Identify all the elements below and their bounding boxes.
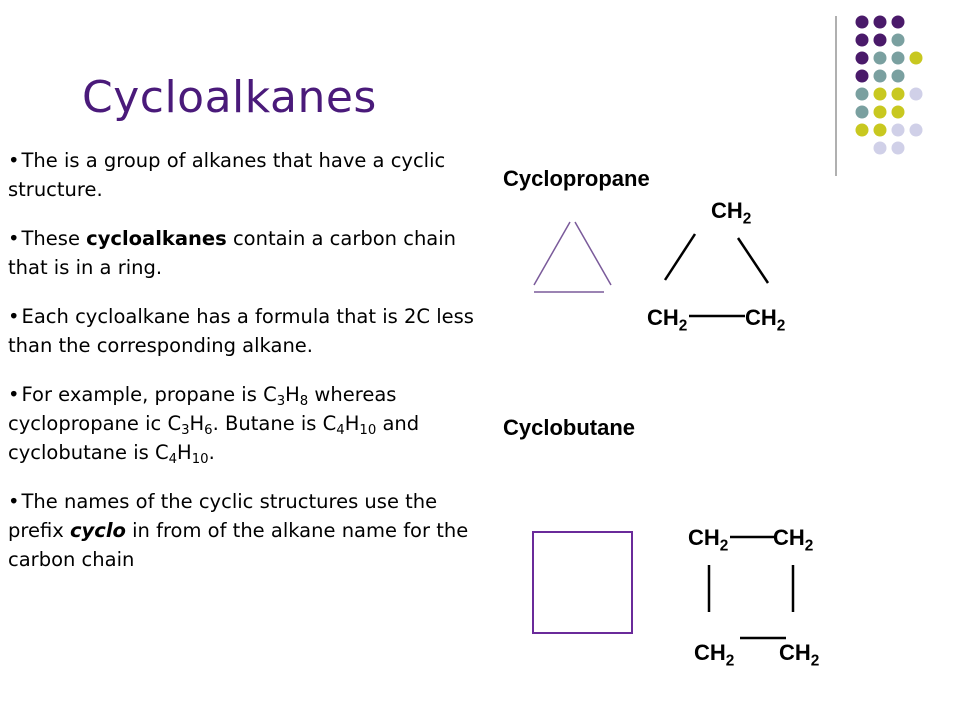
decorative-dot — [873, 51, 887, 65]
bullet-text: . Butane is C — [212, 412, 337, 435]
decorative-dot — [891, 141, 905, 155]
bullet-text: Each cycloalkane has a formula that is 2… — [8, 305, 474, 357]
subscript: 8 — [299, 393, 309, 409]
decorative-dot — [909, 123, 923, 137]
decorative-dot — [873, 141, 887, 155]
decorative-dot — [855, 69, 869, 83]
decorative-dot — [873, 105, 887, 119]
subscript: 6 — [204, 422, 213, 438]
bullet-text: contain a carbon chain that is in a ring… — [8, 227, 457, 279]
bullet-text: and cyclobutane is C — [8, 412, 420, 464]
decorative-dot — [873, 123, 887, 137]
bullet-text: H — [344, 412, 360, 435]
bullet-text: cycloalkanes — [86, 227, 227, 250]
decorative-dot-grid — [855, 15, 923, 155]
bullet-item: •The is a group of alkanes that have a c… — [8, 146, 478, 204]
decorative-dot — [855, 33, 869, 47]
slide-title: Cycloalkanes — [82, 72, 377, 123]
bullet-text: These — [21, 227, 87, 250]
decorative-dot — [891, 123, 905, 137]
decorative-vertical-rule — [835, 16, 837, 176]
subscript: 4 — [336, 422, 345, 438]
bullet-text: H — [177, 441, 192, 464]
decorative-dot — [891, 15, 905, 29]
decorative-dot — [891, 69, 905, 83]
decorative-dot — [855, 51, 869, 65]
bullet-text: The names of the cyclic structures use t… — [8, 490, 438, 542]
cyclobutane-square — [532, 531, 633, 634]
decorative-dot — [891, 105, 905, 119]
cyclopropane-bonds — [663, 233, 770, 318]
bullet-text: cyclo — [70, 519, 126, 542]
decorative-dot — [909, 51, 923, 65]
cyclobutane-bottom-left-group: CH2 — [694, 640, 735, 670]
bullet-item: •Each cycloalkane has a formula that is … — [8, 302, 478, 360]
bullet-text: The is a group of alkanes that have a cy… — [8, 149, 446, 201]
decorative-dot — [891, 51, 905, 65]
bullet-marker: • — [8, 490, 20, 513]
decorative-dot — [873, 69, 887, 83]
bullet-text: H — [189, 412, 205, 435]
bullet-marker: • — [8, 383, 20, 406]
subscript: 4 — [168, 451, 178, 467]
decorative-dot — [855, 105, 869, 119]
bullet-item: •For example, propane is C3H8 whereas cy… — [8, 380, 478, 467]
bullet-text: For example, propane is C — [21, 383, 277, 406]
cyclobutane-top-right-group: CH2 — [773, 525, 814, 555]
cyclopropane-triangle — [533, 221, 612, 293]
decorative-dot — [855, 123, 869, 137]
subscript: 10 — [359, 422, 377, 438]
bullet-text: H — [285, 383, 300, 406]
cyclopropane-left-group: CH2 — [647, 305, 688, 335]
bullet-marker: • — [8, 149, 20, 172]
subscript: 3 — [276, 393, 286, 409]
bullet-text: . — [208, 441, 215, 464]
bullet-item: •The names of the cyclic structures use … — [8, 487, 478, 574]
bullet-text: in from of the alkane name for the carbo… — [8, 519, 469, 571]
cyclopropane-right-group: CH2 — [745, 305, 786, 335]
decorative-dot — [873, 87, 887, 101]
cyclobutane-label: Cyclobutane — [503, 415, 636, 440]
decorative-dot — [855, 87, 869, 101]
subscript: 10 — [191, 451, 209, 467]
bullet-list: •The is a group of alkanes that have a c… — [8, 146, 478, 594]
cyclobutane-bottom-right-group: CH2 — [779, 640, 820, 670]
decorative-dot — [909, 87, 923, 101]
cyclopropane-top-group: CH2 — [711, 198, 752, 228]
bullet-text: whereas cyclopropane ic C — [8, 383, 397, 435]
cyclobutane-bonds — [707, 535, 795, 640]
cyclopropane-label: Cyclopropane — [503, 166, 650, 191]
decorative-dot — [855, 15, 869, 29]
bullet-marker: • — [8, 227, 20, 250]
decorative-dot — [873, 15, 887, 29]
decorative-dot — [873, 33, 887, 47]
decorative-dot — [891, 87, 905, 101]
decorative-dot — [891, 33, 905, 47]
bullet-item: •These cycloalkanes contain a carbon cha… — [8, 224, 478, 282]
subscript: 3 — [181, 422, 190, 438]
cyclobutane-top-left-group: CH2 — [688, 525, 729, 555]
bullet-marker: • — [8, 305, 20, 328]
